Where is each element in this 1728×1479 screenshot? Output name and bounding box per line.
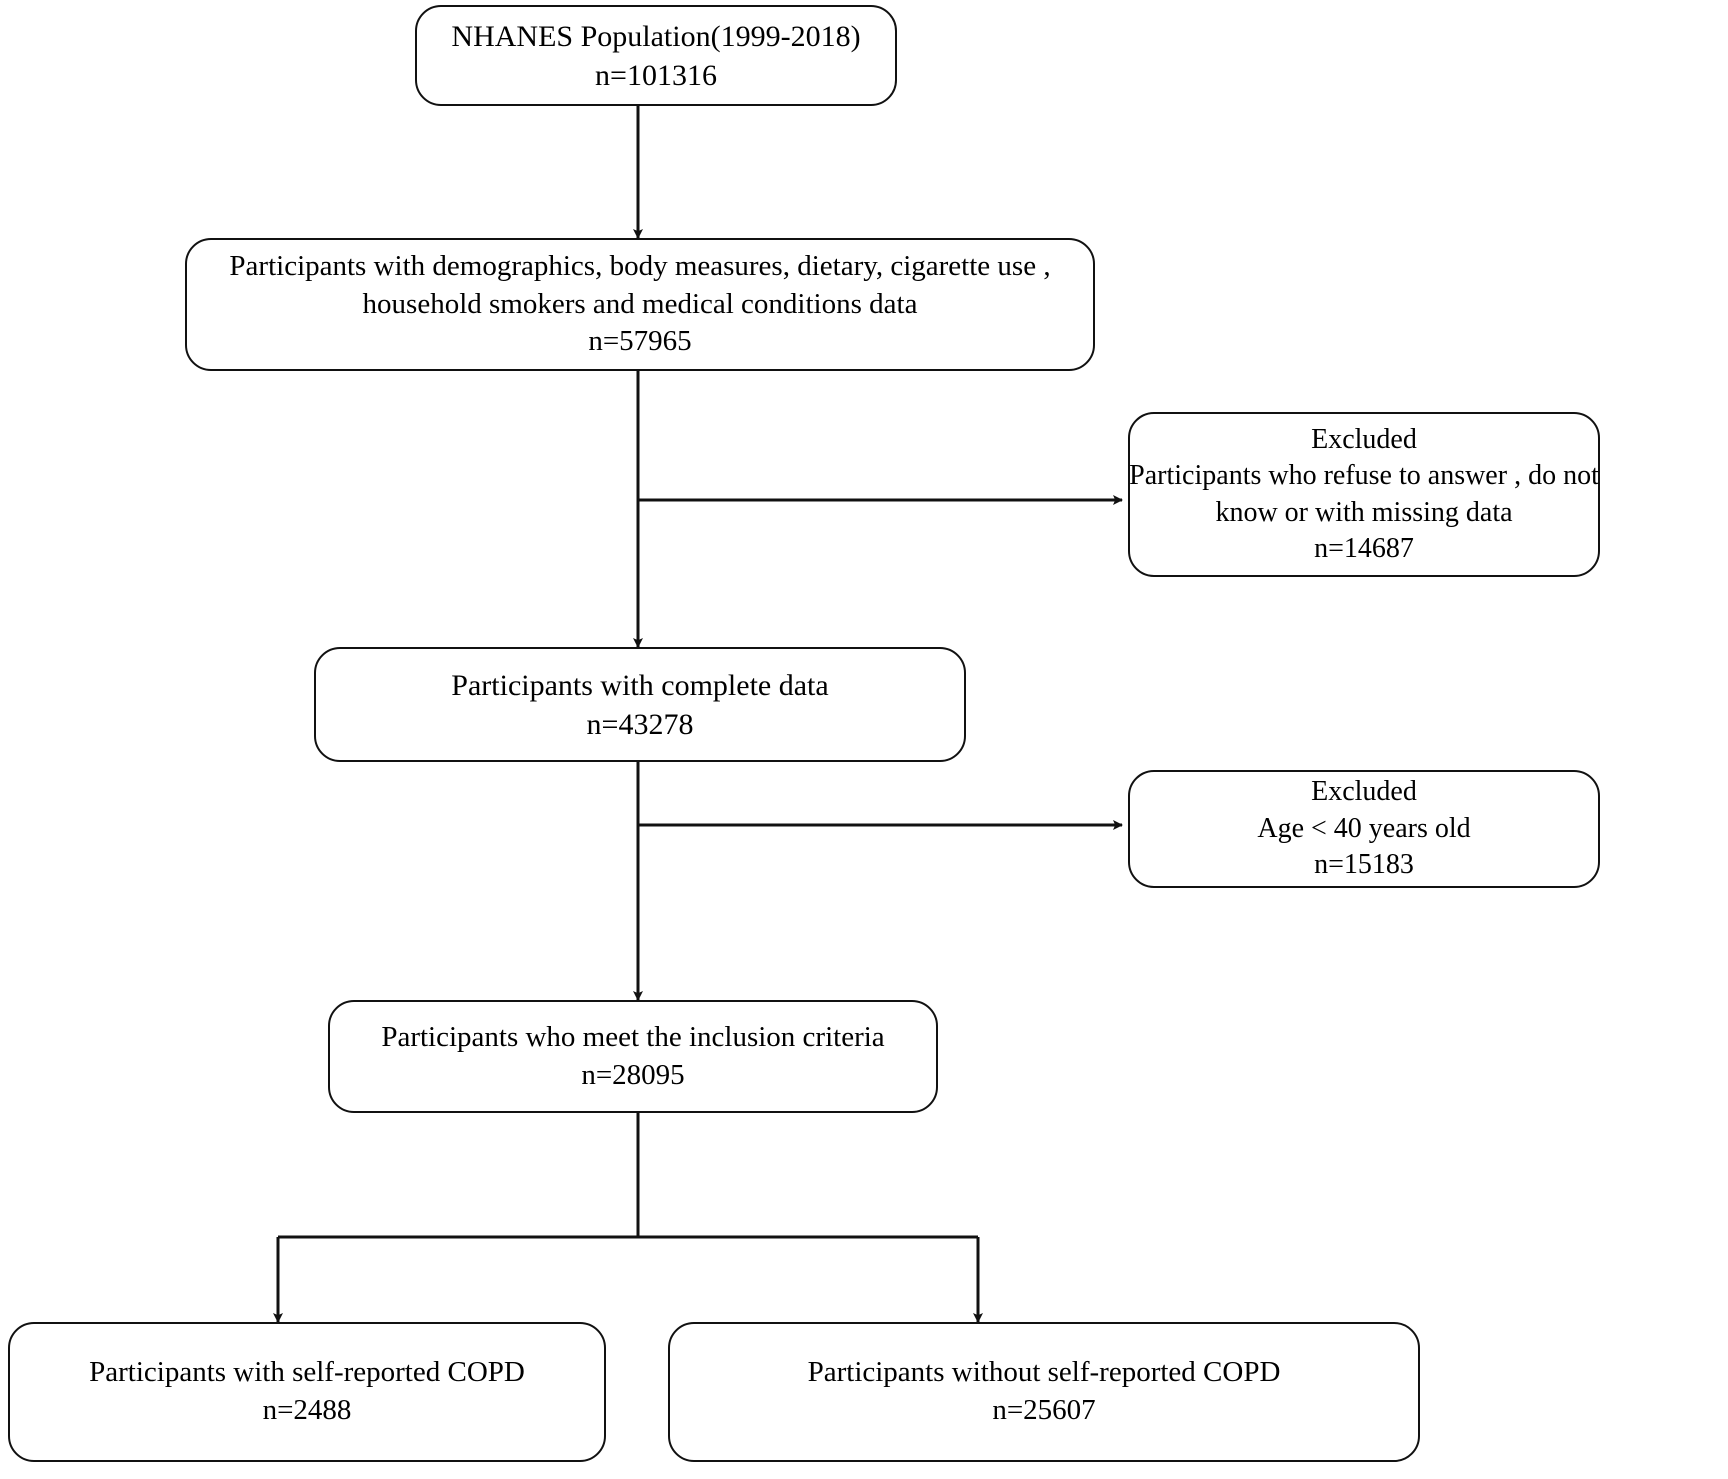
node-excluded-missing-data: Excluded Participants who refuse to answ…: [1128, 412, 1600, 577]
node-inclusion-criteria-count: n=28095: [581, 1058, 685, 1091]
node-copd-no-line1: Participants without self-reported COPD: [807, 1356, 1281, 1389]
node-nhanes-population-line1: NHANES Population(1999-2018): [451, 19, 861, 53]
node-inclusion-criteria: Participants who meet the inclusion crit…: [328, 1000, 938, 1113]
node-participants-with-data-line2: household smokers and medical conditions…: [362, 287, 918, 320]
node-complete-data: Participants with complete data n=43278: [314, 647, 966, 762]
node-participants-with-data-count: n=57965: [588, 325, 692, 358]
node-excluded-missing-data-line2: Participants who refuse to answer , do n…: [1129, 460, 1599, 492]
node-participants-with-data: Participants with demographics, body mea…: [185, 238, 1095, 371]
node-nhanes-population: NHANES Population(1999-2018) n=101316: [415, 5, 897, 106]
node-complete-data-line1: Participants with complete data: [451, 668, 829, 702]
node-excluded-age-line1: Excluded: [1311, 776, 1417, 808]
node-excluded-missing-data-line1: Excluded: [1311, 423, 1417, 455]
node-copd-yes-count: n=2488: [262, 1394, 352, 1426]
node-copd-no: Participants without self-reported COPD …: [668, 1322, 1420, 1462]
node-inclusion-criteria-line1: Participants who meet the inclusion crit…: [381, 1020, 885, 1053]
node-copd-yes-line1: Participants with self-reported COPD: [89, 1356, 525, 1389]
node-copd-yes: Participants with self-reported COPD n=2…: [8, 1322, 606, 1462]
node-excluded-missing-data-line3: know or with missing data: [1215, 496, 1513, 528]
node-complete-data-count: n=43278: [586, 707, 694, 741]
node-excluded-age: Excluded Age < 40 years old n=15183: [1128, 770, 1600, 888]
node-nhanes-population-count: n=101316: [595, 58, 717, 92]
node-participants-with-data-line1: Participants with demographics, body mea…: [229, 249, 1051, 282]
node-copd-no-count: n=25607: [992, 1394, 1096, 1426]
node-excluded-age-count: n=15183: [1314, 849, 1414, 881]
node-excluded-age-line2: Age < 40 years old: [1257, 812, 1471, 844]
node-excluded-missing-data-count: n=14687: [1314, 532, 1414, 564]
